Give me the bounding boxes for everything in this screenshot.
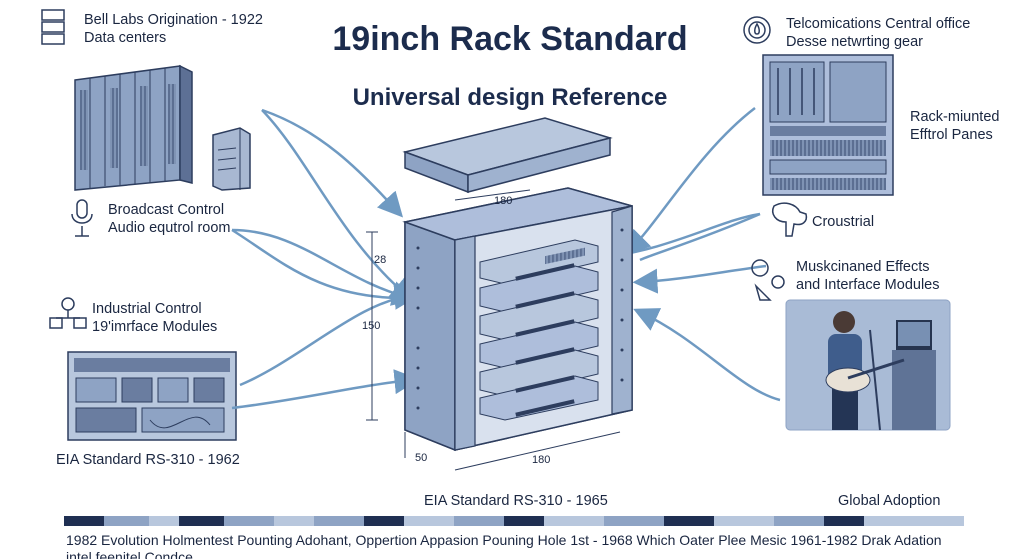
rack-lid (402, 117, 613, 194)
timeline-line-2: intel feenitel Condce (66, 549, 193, 559)
dimension-top-width: 180 (494, 195, 513, 207)
rack-units (479, 239, 599, 421)
page-subtitle: Universal design Reference (352, 84, 668, 111)
page-title: 19inch Rack Standard (332, 20, 688, 58)
left-label-line1: Bell Labs Origination - 1922 (84, 12, 263, 28)
right-label-line2: Efftrol Panes (910, 127, 993, 143)
dimension-lines (366, 189, 621, 471)
left-label-bell-labs: Bell Labs Origination - 1922 Data center… (84, 11, 263, 47)
gear-drop-icon (743, 16, 771, 44)
right-label-line1: Muskcinaned Effects (796, 259, 930, 275)
left-label-line1: Broadcast Control (108, 202, 225, 218)
guitarist-illustration (785, 299, 951, 431)
timeline-line-1: 1982 Evolution Holmentest Pounting Adoha… (66, 532, 942, 548)
dimension-bottom-width: 180 (532, 454, 551, 466)
dimension-depth: 50 (415, 452, 428, 464)
center-bottom-label: EIA Standard RS-310 - 1965 (424, 493, 608, 509)
dimension-height-upper: 28 (374, 254, 387, 266)
left-label-industrial: Industrial Control 19'imrface Modules (92, 300, 217, 336)
left-arrows (231, 108, 420, 410)
right-label-rack-mounted: Rack-miunted Efftrol Panes (910, 108, 999, 144)
right-label-line2: Desse netwrting gear (786, 34, 924, 50)
server-cluster (74, 64, 251, 191)
gears-icon (751, 259, 785, 301)
left-label-line2: 19'imrface Modules (92, 319, 218, 335)
left-bottom-label: EIA Standard RS-310 - 1962 (56, 452, 240, 468)
left-label-line2: Data centers (84, 30, 167, 46)
pipe-wrench-icon (772, 202, 808, 237)
right-label-croustrial: Croustrial (812, 214, 875, 230)
dimension-height-main: 150 (362, 320, 381, 332)
right-label-effects: Muskcinaned Effects and Interface Module… (796, 258, 939, 294)
control-panel (67, 351, 237, 441)
right-label-line1: Rack-miunted (910, 109, 1000, 125)
left-label-line1: Industrial Control (92, 301, 202, 317)
central-office-rack (762, 54, 894, 196)
right-label-telecom: Telcomications Central office Desse netw… (786, 15, 970, 51)
left-label-broadcast: Broadcast Control Audio equtrol room (108, 201, 231, 237)
org-chart-icon (49, 297, 87, 329)
left-label-line2: Audio equtrol room (108, 220, 231, 236)
microphone-icon (71, 199, 93, 237)
right-label-line2: and Interface Modules (796, 277, 940, 293)
right-label-line1: Telcomications Central office (786, 16, 971, 32)
server-stack-icon (41, 9, 65, 45)
global-adoption-label: Global Adoption (838, 493, 941, 509)
